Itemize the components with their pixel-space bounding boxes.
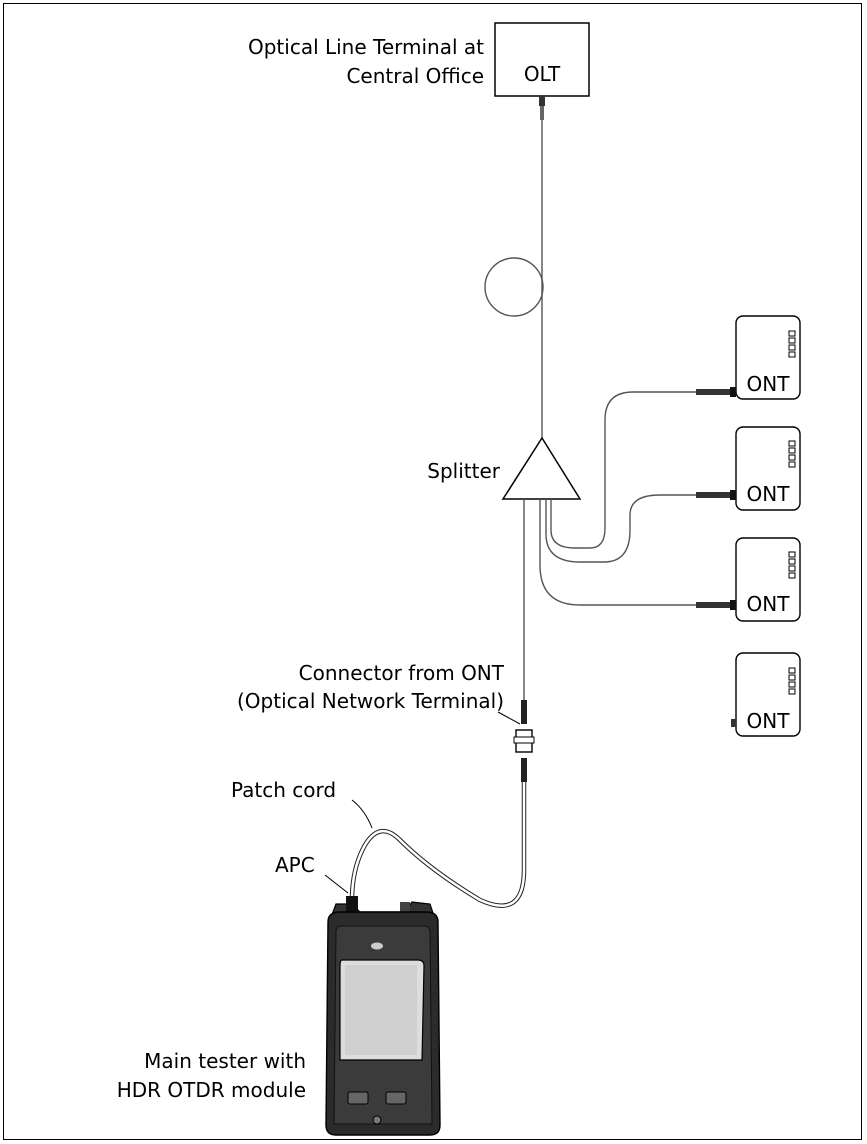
splitter-triangle xyxy=(501,436,582,500)
tester-key-left xyxy=(347,1091,369,1105)
tester-caption-line-2: HDR OTDR module xyxy=(117,1078,306,1102)
tester-screen xyxy=(345,965,417,1055)
patch-cord-cable-core xyxy=(350,782,526,907)
patch-cord-leader-line xyxy=(351,799,373,829)
ont-port-icons xyxy=(788,440,796,468)
ont-label: ONT xyxy=(747,709,791,733)
olt-caption-line-2: Central Office xyxy=(346,64,484,88)
ont-fiber-connector xyxy=(696,387,736,397)
apc-leader-line xyxy=(324,874,349,894)
ont-box xyxy=(735,652,801,737)
connector-caption-line-2: (Optical Network Terminal) xyxy=(237,689,504,713)
ont-box xyxy=(735,315,801,400)
tester-caption-line-1: Main tester with xyxy=(144,1049,306,1073)
ont-3: ONT xyxy=(696,537,801,622)
ont-port-icons xyxy=(788,330,796,358)
ont-label: ONT xyxy=(747,372,791,396)
splitter: Splitter xyxy=(427,436,582,500)
fiber-adapter xyxy=(513,729,535,753)
patch-cord-connector xyxy=(521,758,527,782)
ont-side-connector xyxy=(521,700,527,724)
ont-box xyxy=(735,426,801,511)
ont-4-disconnected: ONT xyxy=(731,652,801,737)
main-tester xyxy=(325,896,441,1136)
ont-label: ONT xyxy=(747,592,791,616)
ont-2: ONT xyxy=(696,426,801,511)
splitter-label: Splitter xyxy=(427,459,500,483)
ont-1: ONT xyxy=(696,315,801,400)
tester-key-right xyxy=(385,1091,407,1105)
tester-power-button xyxy=(372,1115,382,1125)
connector-from-ont: Connector from ONT (Optical Network Term… xyxy=(237,661,535,782)
tester-second-port xyxy=(400,902,410,920)
fiber-to-ont-2 xyxy=(545,494,696,563)
fiber-slack-loop xyxy=(484,257,544,317)
connector-caption-line-1: Connector from ONT xyxy=(299,661,505,685)
olt-connector xyxy=(539,96,545,120)
tester-logo xyxy=(371,942,383,950)
olt-box-label: OLT xyxy=(524,62,561,86)
ont-label: ONT xyxy=(747,482,791,506)
ont-fiber-connector xyxy=(696,490,736,500)
ont-port-icons xyxy=(788,667,796,695)
fiber-to-ont-3 xyxy=(539,499,696,606)
figure-frame xyxy=(3,3,862,1140)
apc-label: APC xyxy=(275,853,315,877)
connector-leader-line xyxy=(497,711,521,725)
olt-caption-line-1: Optical Line Terminal at xyxy=(248,35,484,59)
patch-cord-cable xyxy=(349,782,527,908)
ont-port-icons xyxy=(788,551,796,579)
patch-cord-label: Patch cord xyxy=(231,778,336,802)
ont-fiber-connector xyxy=(696,600,736,610)
ont-box xyxy=(735,537,801,622)
ont-empty-port xyxy=(731,719,736,727)
olt-unit: Optical Line Terminal at Central Office … xyxy=(248,22,590,120)
fiber-to-ont-1 xyxy=(550,391,696,549)
